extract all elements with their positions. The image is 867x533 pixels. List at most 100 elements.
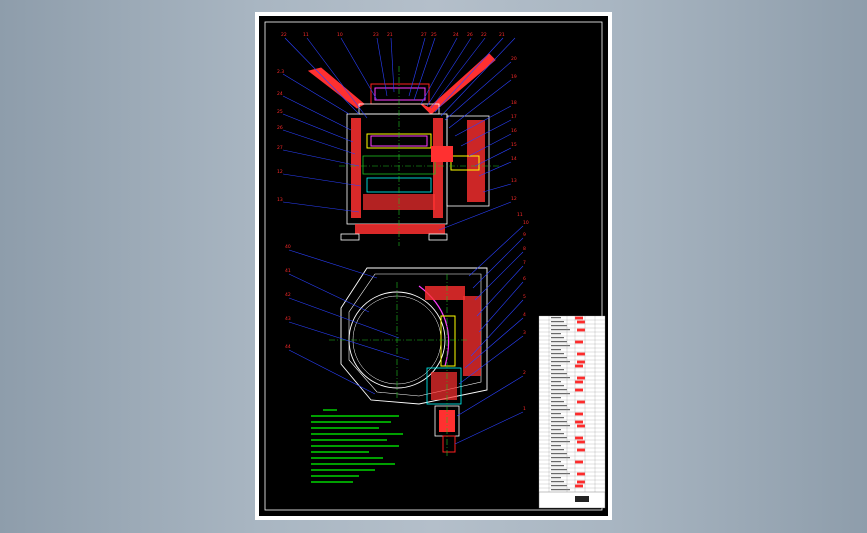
table-cell-text [551, 449, 564, 451]
parts-list-table [538, 315, 606, 509]
callout-label: 11 [303, 32, 309, 38]
table-cell-text [551, 317, 561, 319]
callout-label: 2.3 [277, 69, 284, 75]
table-cell-mark [575, 436, 583, 440]
table-cell-text [551, 441, 570, 443]
table-cell-text [551, 349, 561, 351]
table-cell-text [551, 325, 567, 327]
callout-label: 8 [523, 246, 526, 252]
top-leaders [282, 37, 516, 231]
callout-label: 4 [523, 312, 526, 318]
table-cell-mark [577, 328, 585, 332]
callout-label: 3 [523, 330, 526, 336]
callout-label: 22 [281, 32, 287, 38]
table-cell-text [551, 437, 567, 439]
table-cell-mark [577, 400, 585, 404]
table-cell-mark [575, 340, 583, 344]
callout-label: 27 [277, 145, 283, 151]
callout-label: 44 [285, 344, 291, 350]
table-cell-text [551, 377, 570, 379]
bottom-callouts: 40 41 42 43 44 10 9 8 7 6 5 4 3 2 1 [285, 220, 529, 412]
callout-label: 9 [523, 232, 526, 238]
callout-label: 25 [431, 32, 437, 38]
table-cell-text [551, 345, 570, 347]
callout-label: 23 [373, 32, 379, 38]
callout-label: 41 [285, 268, 291, 274]
callout-label: 12 [511, 196, 517, 202]
callout-label: 7 [523, 260, 526, 266]
table-cell-text [551, 329, 570, 331]
table-cell-text [551, 369, 564, 371]
table-cell-mark [577, 472, 585, 476]
callout-label: 12 [277, 169, 283, 175]
table-cell-text [551, 385, 564, 387]
callout-label: 1 [523, 406, 526, 412]
table-cell-text [551, 469, 567, 471]
table-cell-text [551, 433, 564, 435]
callout-label: 24 [277, 91, 283, 97]
table-cell-text [551, 485, 567, 487]
table-cell-text [551, 425, 570, 427]
callout-label: 10 [337, 32, 343, 38]
top-callouts: 22 11 10 23 21 27 25 24 26 22 21 20 19 1… [277, 32, 523, 218]
table-cell-mark [577, 376, 585, 380]
callout-label: 42 [285, 292, 291, 298]
table-cell-text [551, 413, 561, 415]
callout-label: 19 [511, 74, 517, 80]
callout-label: 16 [511, 128, 517, 134]
table-cell-mark [575, 316, 583, 320]
callout-label: 17 [511, 114, 517, 120]
table-cell-text [551, 357, 567, 359]
table-cell-text [551, 477, 561, 479]
table-cell-text [551, 401, 564, 403]
table-cell-text [551, 445, 561, 447]
table-cell-mark [575, 388, 583, 392]
table-cell-text [551, 381, 561, 383]
table-cell-mark [575, 460, 583, 464]
table-cell-mark [575, 420, 583, 424]
table-cell-mark [577, 448, 585, 452]
callout-label: 5 [523, 294, 526, 300]
table-cell-text [551, 337, 564, 339]
drawing-frame [264, 21, 603, 511]
table-cell-text [551, 409, 570, 411]
callout-label: 21 [387, 32, 393, 38]
top-section-view [307, 53, 499, 246]
table-cell-text [551, 457, 570, 459]
right-handle [420, 53, 496, 115]
technical-notes [311, 409, 403, 483]
table-cell-text [551, 473, 570, 475]
callout-label: 15 [511, 142, 517, 148]
callout-label: 22 [481, 32, 487, 38]
table-cell-mark [575, 412, 583, 416]
table-cell-mark [577, 360, 585, 364]
table-cell-text [551, 429, 561, 431]
table-cell-text [551, 481, 564, 483]
assembly-drawing: 22 11 10 23 21 27 25 24 26 22 21 20 19 1… [264, 21, 606, 511]
callout-label: 13 [277, 197, 283, 203]
callout-label: 43 [285, 316, 291, 322]
callout-label: 40 [285, 244, 291, 250]
table-cell-text [551, 341, 567, 343]
table-cell-text [551, 393, 570, 395]
table-cell-mark [575, 484, 583, 488]
table-cell-text [551, 465, 564, 467]
cad-canvas[interactable]: 22 11 10 23 21 27 25 24 26 22 21 20 19 1… [259, 16, 608, 516]
table-cell-text [551, 361, 570, 363]
left-handle [307, 67, 365, 109]
title-block [538, 491, 606, 509]
table-cell-mark [575, 380, 583, 384]
table-cell-text [551, 389, 567, 391]
table-cell-text [551, 373, 567, 375]
table-cell-text [551, 321, 564, 323]
table-cell-text [551, 421, 567, 423]
callout-label: 11 [517, 212, 523, 218]
callout-label: 20 [511, 56, 517, 62]
callout-label: 2 [523, 370, 526, 376]
callout-label: 18 [511, 100, 517, 106]
table-cell-text [551, 333, 561, 335]
table-cell-text [551, 365, 561, 367]
table-cell-text [551, 417, 564, 419]
callout-label: 10 [523, 220, 529, 226]
table-cell-mark [577, 480, 585, 484]
